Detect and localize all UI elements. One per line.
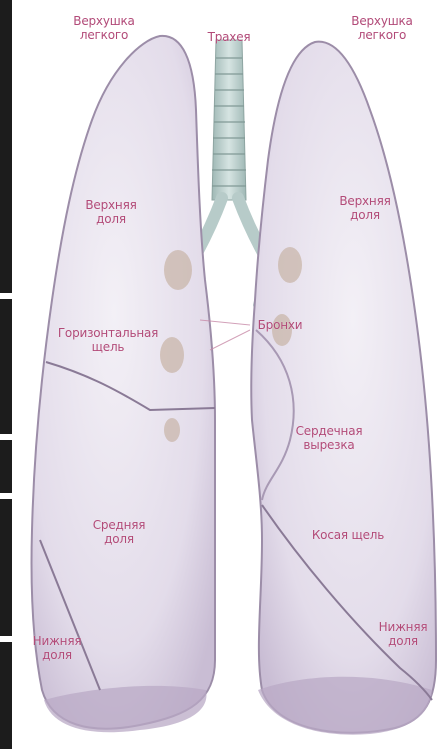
horizontal-fissure-label: Горизонтальная щель	[48, 326, 168, 354]
cardiac-notch-label: Сердечная вырезка	[284, 424, 374, 452]
trachea-label: Трахея	[196, 30, 262, 44]
middle-lobe-label: Средняя доля	[84, 518, 154, 546]
lower-lobe-label-right: Нижняя доля	[370, 620, 436, 648]
upper-lobe-label-right: Верхняя доля	[330, 194, 400, 222]
apex-label-right: Верхушка легкого	[334, 14, 430, 42]
right-lung	[31, 36, 215, 732]
bronchi-label: Бронхи	[250, 318, 310, 332]
oblique-fissure-label: Косая щель	[306, 528, 390, 542]
lower-lobe-label-left: Нижняя доля	[24, 634, 90, 662]
trachea	[212, 40, 246, 200]
apex-label-left: Верхушка легкого	[56, 14, 152, 42]
upper-lobe-label-left: Верхняя доля	[76, 198, 146, 226]
